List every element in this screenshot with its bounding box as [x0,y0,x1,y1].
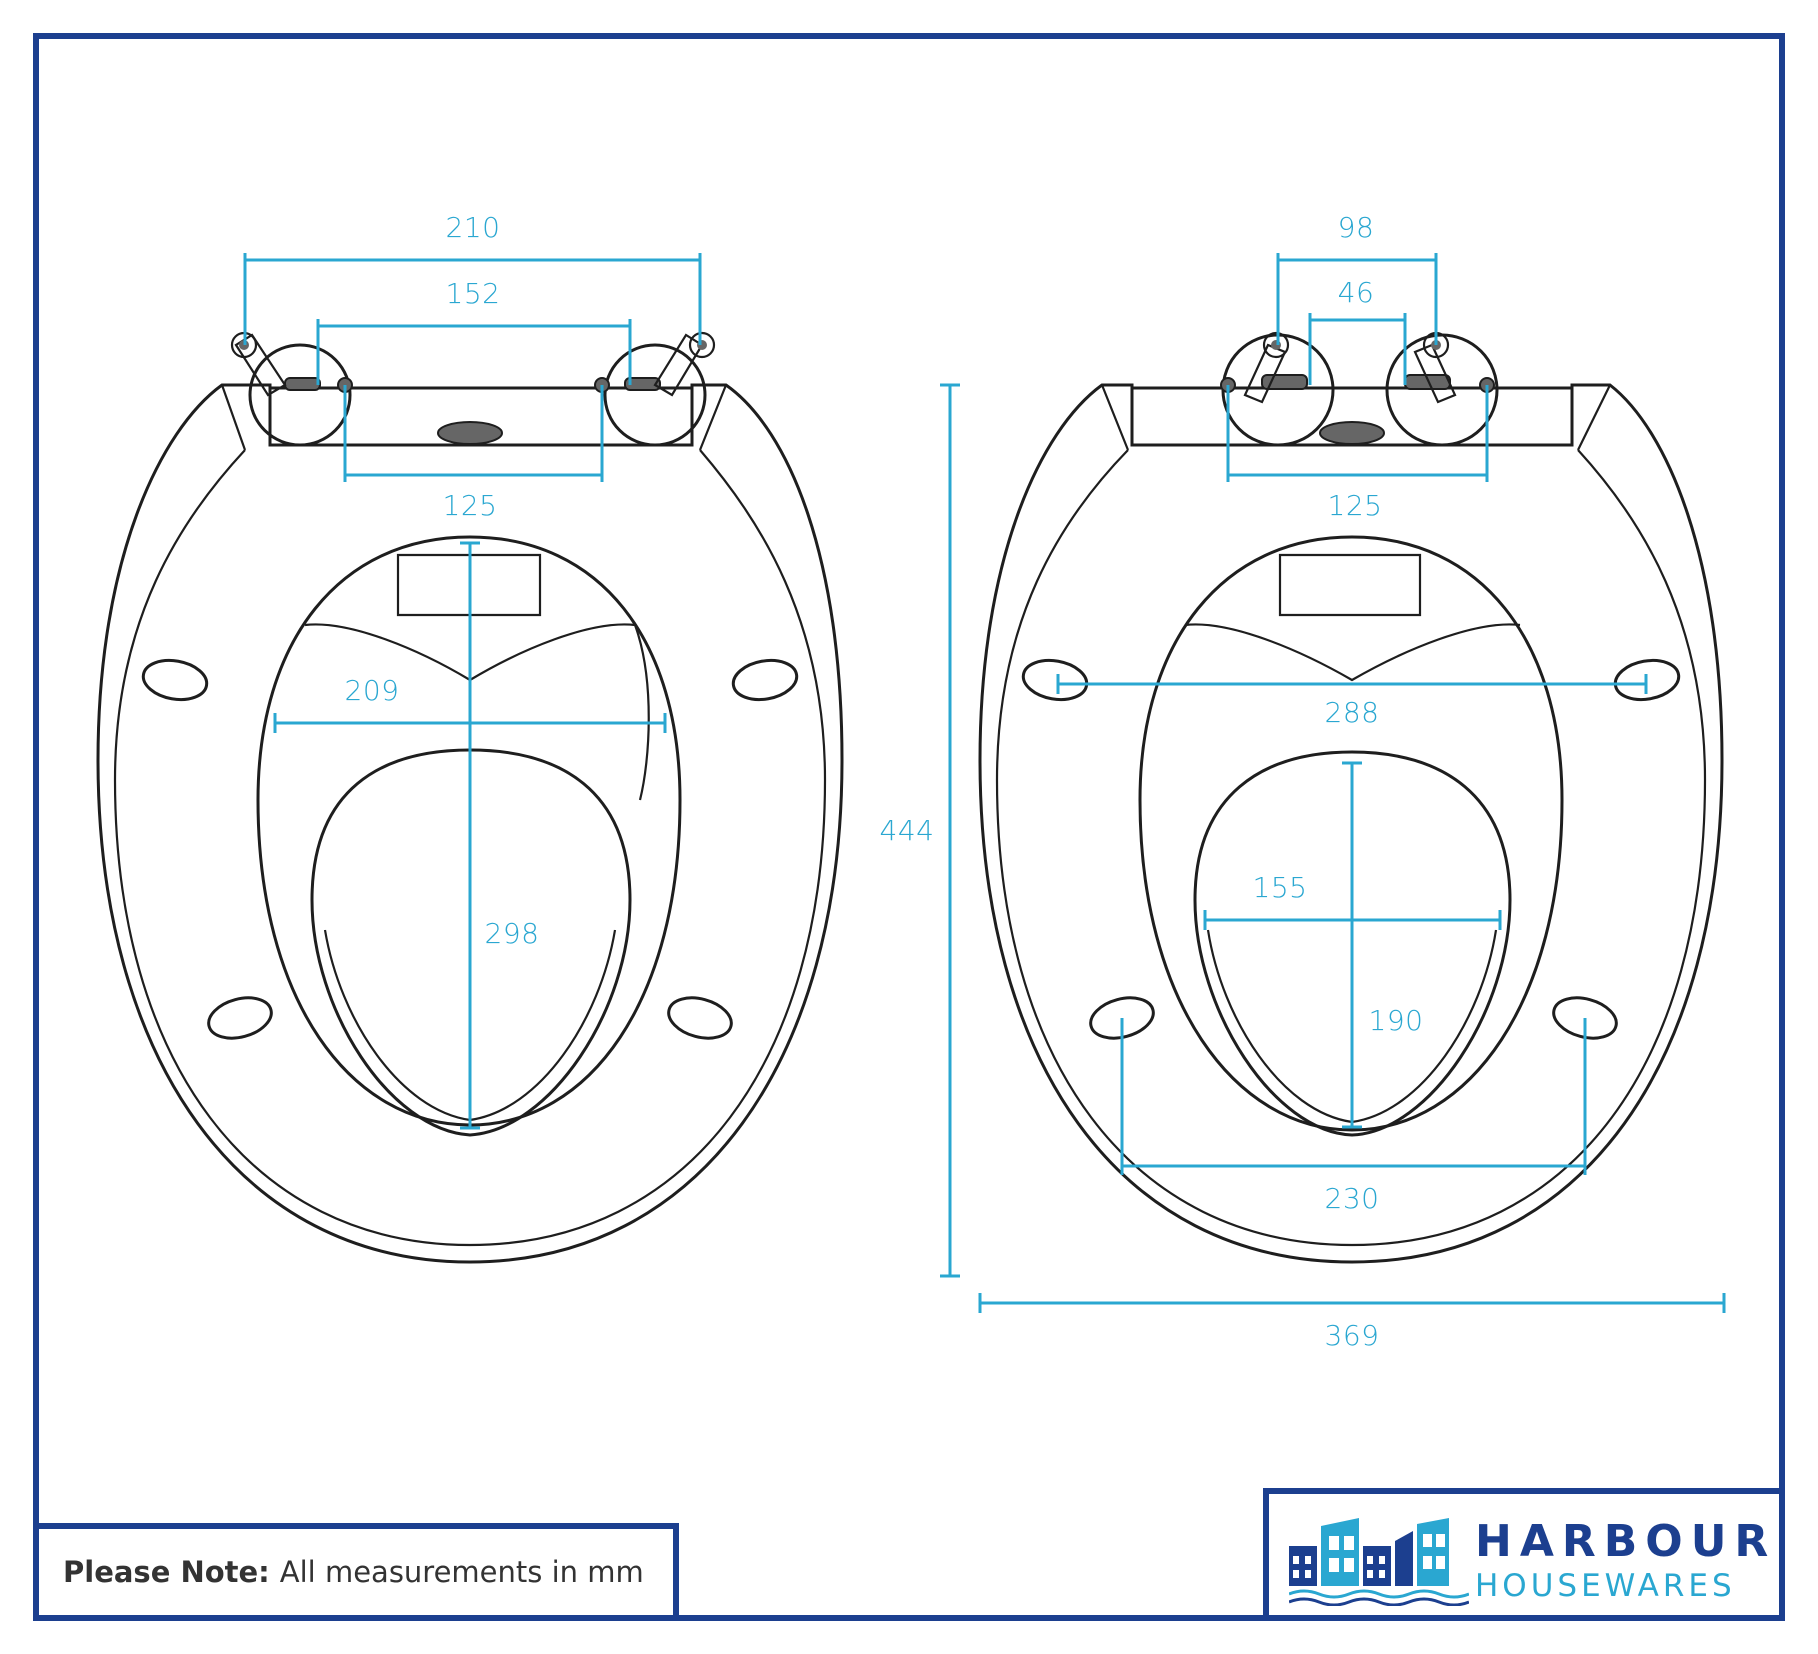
left-dim-hinge-inner: 152 [446,277,501,310]
harbour-houses-logo-icon [1289,1518,1469,1606]
right-dim-overall-width: 369 [1325,1319,1380,1352]
right-buffer-tr [1613,658,1681,702]
right-bumper [1319,421,1385,445]
left-dim-hinge-outer: 210 [446,211,501,244]
right-adult-opening [1138,535,1564,1132]
logo-word-harbour: HARBOUR [1475,1516,1777,1567]
left-dim-fixing: 125 [443,489,498,522]
right-bolt-r [1413,343,1457,404]
left-dim-opening-length: 298 [485,917,540,950]
left-child-opening [310,748,632,1137]
left-bumper [437,421,503,445]
left-corner-line [220,384,247,451]
left-child-hinge [396,553,542,617]
left-buffer-tl [141,658,209,702]
right-bolt-l [1243,343,1287,404]
logo-word-housewares: HOUSEWARES [1475,1568,1736,1604]
right-seat-inner-edge [995,449,1707,1247]
right-buffer-tl [1021,658,1089,702]
left-buffer-br [667,996,733,1040]
left-child-seat [304,623,650,801]
right-dim-hinge-outer: 98 [1338,211,1375,244]
right-seat-outline [978,383,1724,1264]
right-bolt-head-l [1262,331,1290,359]
right-buffer-bl [1089,996,1155,1040]
left-corner-line-r [698,384,728,451]
right-child-seat [1184,623,1521,682]
left-hinge-slot-r [624,377,661,391]
right-dim-overall-length: 444 [880,814,935,847]
right-seat-view: 98 46 125 288 155 190 230 444 369 [880,211,1726,1352]
left-bolt-head-r [688,331,716,359]
note-text: All measurements in mm [279,1555,644,1589]
right-dim-buffer-span: 288 [1325,696,1380,729]
right-dim-child-length: 190 [1369,1004,1424,1037]
left-hinge-disc-r [603,343,707,447]
left-dim-opening-width: 209 [345,674,400,707]
right-dim-hinge-inner: 46 [1338,276,1375,309]
right-dim-child-width: 155 [1253,871,1308,904]
left-seat-inner-edge [113,449,827,1247]
right-dim-rear-buffer-span: 230 [1325,1182,1380,1215]
measurement-note: Please Note: All measurements in mm [33,1523,679,1621]
right-dimension-lines [940,253,1726,1313]
right-dim-fixing: 125 [1328,489,1383,522]
left-hinge-disc-l [248,343,352,447]
right-corner-line [1100,384,1130,451]
drawing-frame [33,33,1785,1621]
note-label: Please Note: [63,1555,270,1589]
left-bolt-l [234,333,287,397]
left-hinge-slot-l [284,377,321,391]
brand-logo: HARBOUR HOUSEWARES [1263,1488,1785,1621]
left-buffer-tr [731,658,799,702]
right-child-hinge [1278,553,1422,617]
right-child-opening [1193,750,1512,1137]
left-seat-outline [96,383,844,1264]
right-corner-line-r [1577,384,1611,451]
left-seat-view: 210 152 125 209 298 [96,211,844,1264]
left-buffer-bl [207,996,273,1040]
left-dimension-lines [243,253,702,1130]
right-buffer-br [1552,996,1618,1040]
